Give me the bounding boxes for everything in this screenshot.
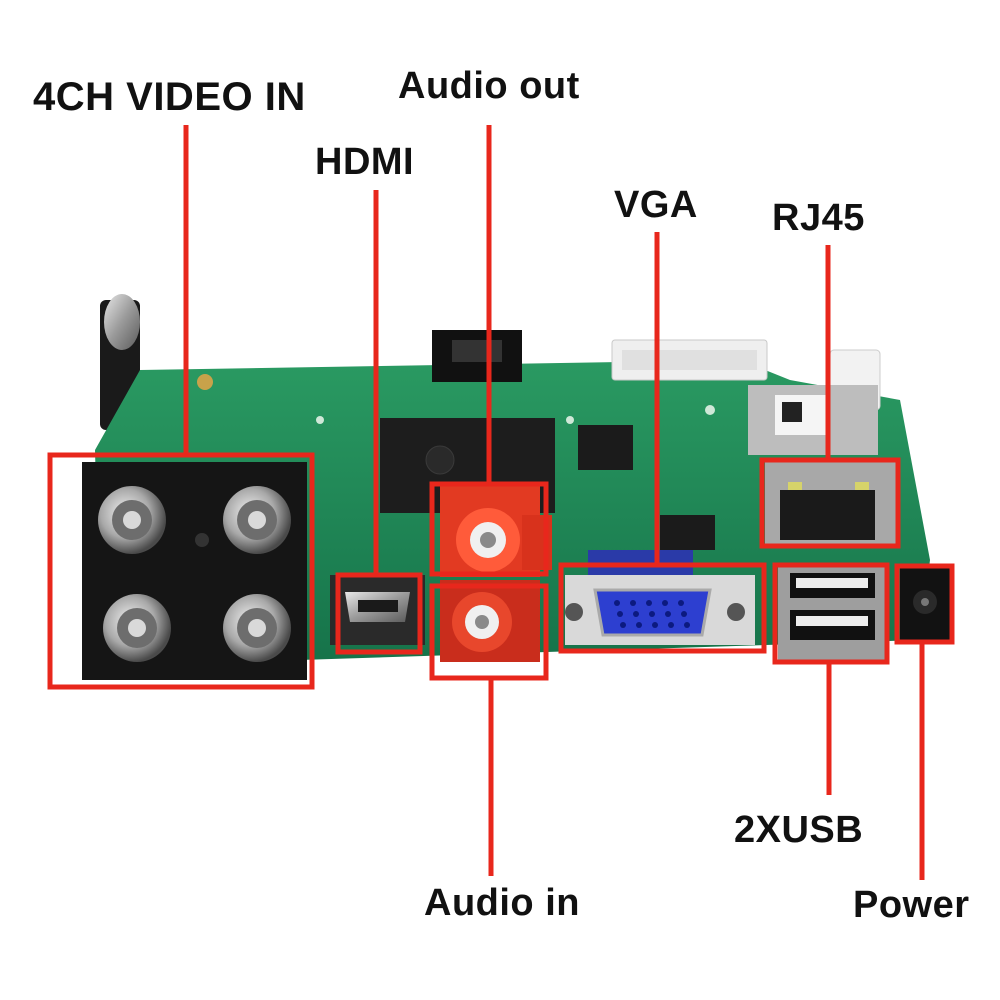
callout-box-hdmi [335,572,423,655]
audio-out-rca [440,482,552,577]
label-audio-out: Audio out [398,65,580,107]
label-rj45: RJ45 [772,197,865,239]
usb-ports [778,565,888,660]
white-header-connector [611,339,768,381]
label-vga: VGA [614,184,698,226]
callout-box-vga [558,562,767,654]
power-jack [900,565,950,640]
label-hdmi: HDMI [315,141,415,183]
label-power: Power [853,884,970,926]
label-audio-in: Audio in [424,882,580,924]
callout-box-video-in [47,452,315,690]
rj45-port [748,385,900,548]
audio-in-rca [440,580,540,662]
leader-lines [183,125,925,880]
label-video-in: 4CH VIDEO IN [33,75,306,119]
sata-connector [432,330,522,382]
hdmi-port [330,575,425,645]
bnc-block [82,462,307,680]
label-usb: 2XUSB [734,809,864,851]
